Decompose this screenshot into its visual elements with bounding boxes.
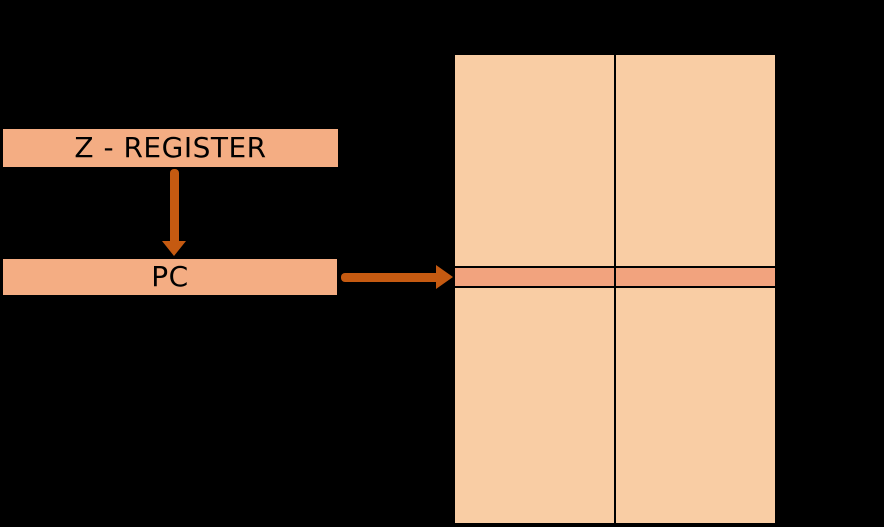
arrow-pc-to-memory-shaft — [341, 273, 437, 282]
memory-cell — [455, 268, 616, 286]
pc-box: PC — [1, 257, 339, 297]
memory-row-top — [455, 55, 775, 266]
arrow-right-icon — [436, 265, 453, 289]
pc-label: PC — [151, 260, 189, 293]
z-register-label: Z - REGISTER — [74, 131, 267, 164]
arrow-z-to-pc-shaft — [170, 169, 179, 243]
program-memory-table — [453, 53, 777, 525]
memory-cell — [455, 288, 616, 523]
memory-cell — [616, 55, 775, 266]
z-register-box: Z - REGISTER — [1, 127, 340, 169]
memory-cell — [455, 55, 616, 266]
memory-row-pointed — [455, 266, 775, 288]
memory-cell — [616, 288, 775, 523]
memory-row-bottom — [455, 288, 775, 523]
memory-cell — [616, 268, 775, 286]
arrow-down-icon — [162, 241, 186, 256]
